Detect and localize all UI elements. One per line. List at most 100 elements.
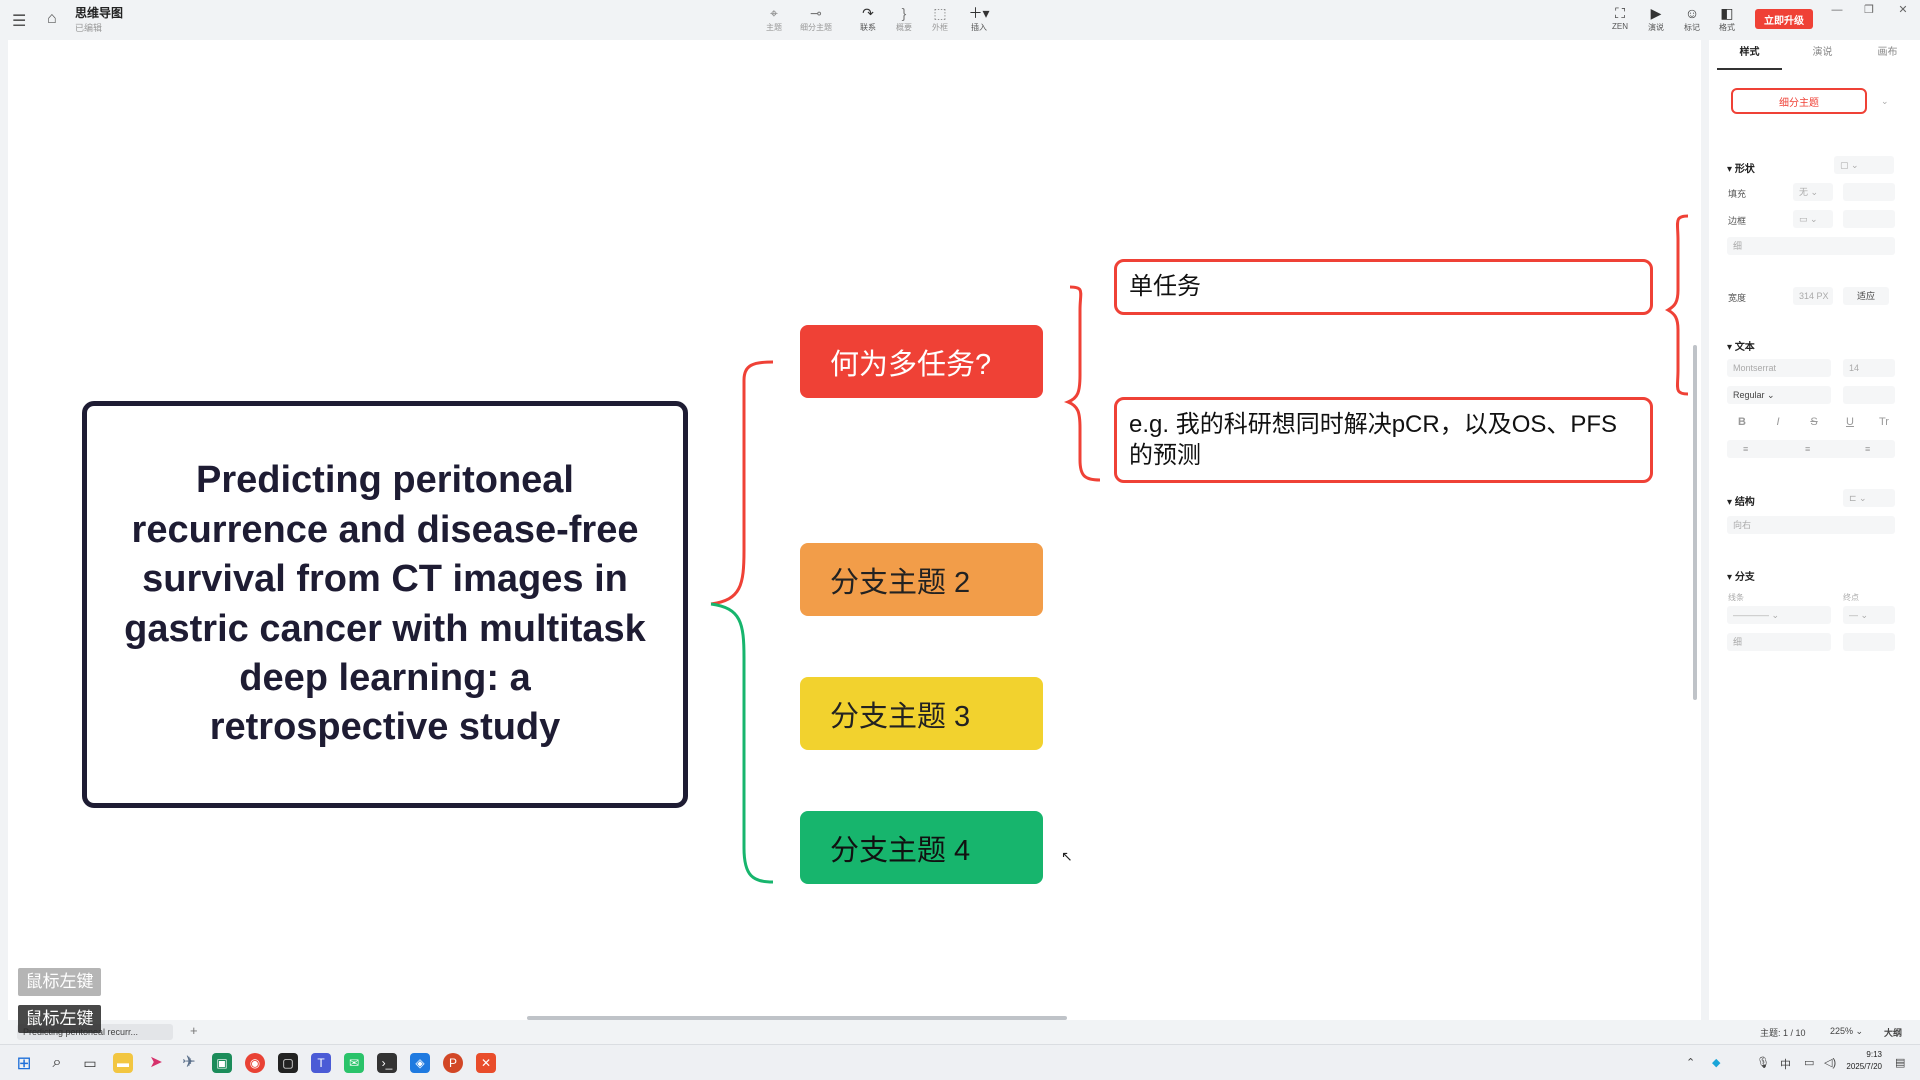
shape-selector[interactable]: ▢ ⌄ [1834,156,1894,174]
fill-select[interactable]: 无 ⌄ [1793,183,1833,201]
outline-button[interactable]: 大纲 [1884,1028,1903,1038]
bold-button[interactable]: B [1738,416,1746,428]
vertical-scrollbar[interactable] [1693,345,1697,700]
branch-section-title[interactable]: ▾ 分支 [1727,572,1755,583]
horizontal-scrollbar[interactable] [527,1016,1067,1020]
file-explorer-icon[interactable]: ▬ [113,1053,133,1073]
tray-app-icon[interactable]: ◆ [1712,1057,1721,1069]
branch-topic-2[interactable]: 分支主题 2 [800,543,1043,616]
border-box-icon: ▭ ⌄ [1799,214,1818,224]
branch-color-swatch[interactable] [1843,633,1895,651]
underline-button[interactable]: U [1846,416,1854,428]
tab-present[interactable]: 演说 [1812,47,1833,58]
teams-icon[interactable]: T [311,1053,331,1073]
boundary-button[interactable]: ⬚ 外框 [920,4,960,33]
xmind-icon[interactable]: ✕ [476,1053,496,1073]
network-icon[interactable]: ▭ [1804,1057,1815,1069]
text-case-button[interactable]: Tr [1879,416,1889,428]
maximize-icon[interactable]: ❐ [1864,4,1874,16]
text-align-group: ≡ ≡ ≡ [1727,440,1895,458]
windows-start-icon[interactable]: ⊞ [16,1053,32,1073]
connector-subtopics [1063,285,1101,482]
fill-color-swatch[interactable] [1843,183,1895,201]
shape-section-title[interactable]: ▾ 形状 [1727,164,1755,175]
insert-button[interactable]: ＋▾ 插入 [959,4,999,33]
present-button[interactable]: ▶ 演说 [1636,4,1676,33]
central-topic[interactable]: Predicting peritoneal recurrence and dis… [82,401,688,808]
connector-green [710,602,774,884]
fullscreen-icon: ⛶ [1615,5,1625,21]
powerpoint-icon[interactable]: P [443,1053,463,1073]
system-clock[interactable]: 9:13 2025/7/20 [1846,1050,1882,1071]
app-blue-icon[interactable]: ◈ [410,1053,430,1073]
close-icon[interactable]: ✕ [1898,4,1908,16]
microphone-icon[interactable]: 🎙 [1756,1057,1770,1069]
structure-direction-select[interactable]: 向右 [1727,516,1895,534]
strikethrough-button[interactable]: S [1810,416,1818,428]
chevron-down-icon[interactable]: ⌄ [1881,96,1889,106]
tray-chevron-icon[interactable]: ⌃ [1686,1057,1696,1069]
menu-icon[interactable]: ☰ [12,13,27,30]
italic-button[interactable]: I [1776,416,1780,428]
branch-topic-3[interactable]: 分支主题 3 [800,677,1043,750]
summary-icon: } [901,5,907,21]
mindmap-canvas[interactable]: Predicting peritoneal recurrence and dis… [8,40,1701,1020]
end-style-select[interactable]: — ⌄ [1843,606,1895,624]
subtopic-button[interactable]: ⊸ 细分主题 [796,4,836,33]
width-input[interactable]: 314 PX [1793,287,1833,305]
zen-button[interactable]: ⛶ ZEN [1600,4,1640,31]
input-method-icon[interactable]: 中 [1780,1059,1791,1071]
minimize-icon[interactable]: — [1831,4,1843,16]
width-fit-button[interactable]: 适应 [1843,287,1889,305]
font-family-select[interactable]: Montserrat [1727,359,1831,377]
app-arrow-icon[interactable]: ➤ [149,1054,163,1071]
text-section-title[interactable]: ▾ 文本 [1727,342,1755,353]
app-camera-icon[interactable]: ▢ [278,1053,298,1073]
topic-button[interactable]: ⌖ 主题 [754,4,794,33]
add-tab-icon[interactable]: + [190,1023,198,1038]
branch-topic-4[interactable]: 分支主题 4 [800,811,1043,884]
search-icon[interactable]: ⌕ [52,1054,62,1071]
app-plane-icon[interactable]: ✈ [182,1054,196,1071]
structure-icon-select[interactable]: ⊏ ⌄ [1843,489,1895,507]
font-size-select[interactable]: 14 [1843,359,1895,377]
topic-icon: ⌖ [770,5,778,21]
text-color-swatch[interactable] [1843,386,1895,404]
document-status: 已编辑 [75,23,103,33]
key-hint-overlay-2: 鼠标左键 [18,1005,101,1033]
task-view-icon[interactable]: ▭ [83,1055,97,1071]
format-button[interactable]: ◧ 格式 [1707,4,1747,33]
border-style-select[interactable]: ▭ ⌄ [1793,210,1833,228]
subtopic-example[interactable]: e.g. 我的科研想同时解决pCR，以及OS、PFS的预测 [1114,397,1653,483]
relation-button[interactable]: ↷ 联系 [848,4,888,33]
terminal-icon[interactable]: ›_ [377,1053,397,1073]
chrome-icon[interactable]: ◉ [245,1053,265,1073]
border-weight-select[interactable]: 细 [1727,237,1895,255]
upgrade-button[interactable]: 立即升级 [1755,9,1813,29]
tab-style[interactable]: 样式 [1717,40,1782,70]
volume-icon[interactable]: ◁) [1824,1057,1837,1069]
topic-style-button[interactable]: 细分主题 [1731,88,1867,114]
subtopic-single-task[interactable]: 单任务 [1114,259,1653,315]
branch-topic-1[interactable]: 何为多任务? [800,325,1043,398]
summary-button[interactable]: } 概要 [884,4,924,33]
align-right-icon[interactable]: ≡ [1865,444,1871,454]
align-left-icon[interactable]: ≡ [1743,444,1749,454]
branch-weight-select[interactable]: 细 [1727,633,1831,651]
font-weight-select[interactable]: Regular ⌄ [1727,386,1831,404]
border-color-swatch[interactable] [1843,210,1895,228]
align-center-icon[interactable]: ≡ [1805,444,1811,454]
document-title: 思维导图 [75,6,124,20]
panel-icon: ◧ [1720,5,1734,21]
structure-section-title[interactable]: ▾ 结构 [1727,497,1755,508]
wechat-icon[interactable]: ✉ [344,1053,364,1073]
mark-button[interactable]: ☺ 标记 [1672,4,1712,33]
key-hint-overlay-1: 鼠标左键 [18,968,101,996]
tab-canvas[interactable]: 画布 [1877,47,1898,58]
width-label: 宽度 [1728,293,1747,303]
pycharm-icon[interactable]: ▣ [212,1053,232,1073]
notification-icon[interactable]: ▤ [1895,1057,1906,1069]
home-icon[interactable]: ⌂ [47,10,57,27]
line-style-select[interactable]: ———— ⌄ [1727,606,1831,624]
zoom-level[interactable]: 225% ⌄ [1830,1026,1864,1036]
